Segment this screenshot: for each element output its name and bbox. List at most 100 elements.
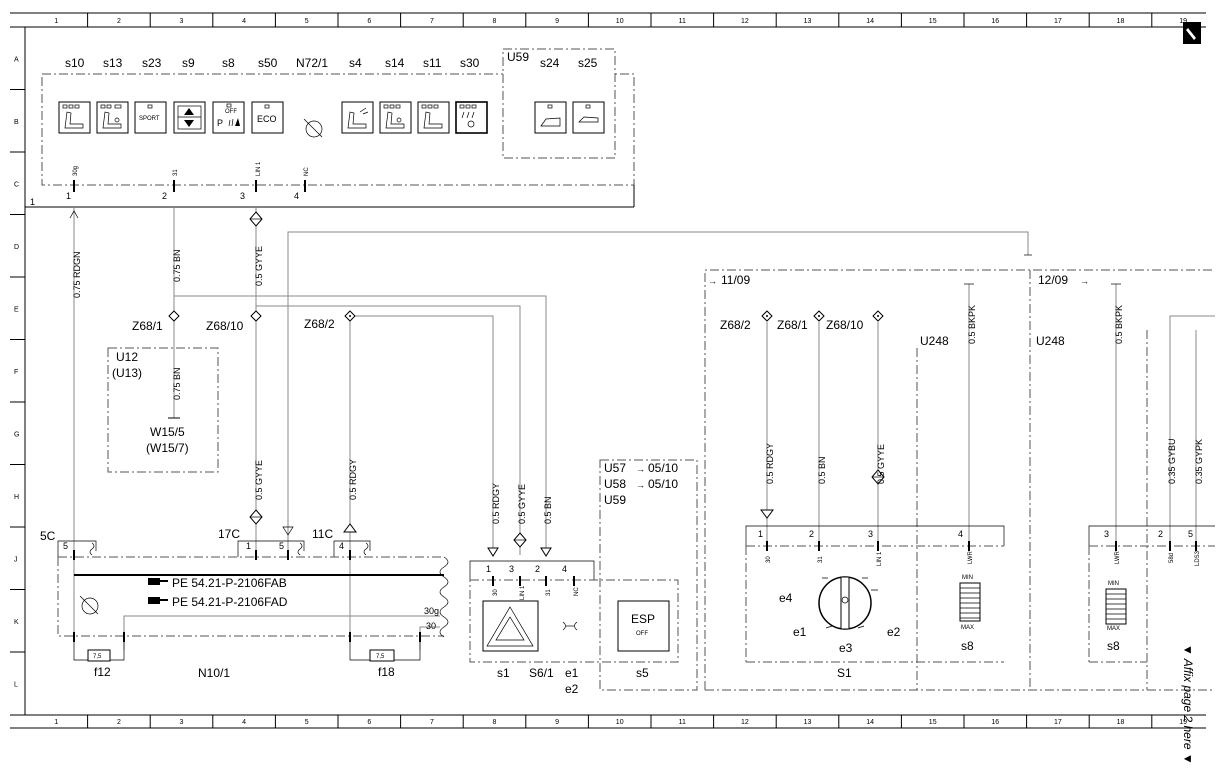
grid-col-label-top: 17 [1054,18,1062,25]
s6-pin-3: 3 [509,564,514,574]
grid-col-label-bottom: 16 [991,719,999,726]
u12-box: U12 (U13) W15/5 (W15/7) [107,347,219,473]
s6-tag-nc: NC [574,587,580,596]
grid-col-label-top: 14 [866,18,874,25]
s6-pin-1: 1 [486,564,491,574]
grid-col-label-bottom: 3 [180,719,184,726]
node-z68-1: Z68/1 [132,319,163,333]
right-tag-lds3: LDS3 [1195,550,1201,566]
grid-col-label-bottom: 15 [929,719,937,726]
pencil-icon [1183,22,1201,44]
s6-e1-label: e1 [565,666,579,680]
fuse-f18-rating: 7,5 [376,654,385,660]
u59-switch-s25-icon [572,101,605,134]
label-s50: s50 [258,56,278,70]
affix-page-note: ▼ Affix page 2 here ▼ [1181,644,1195,765]
label-s4: s4 [349,56,362,70]
grid-col-label-bottom: 4 [242,719,246,726]
s1-tag-31: 31 [818,556,824,563]
grid-row-label: A [14,56,19,63]
switch-panel: 1 s10 s13 s23 s9 s8 s50 N72/1 s4 s14 s11… [25,48,635,208]
right-tag-58d: 58d [1169,553,1175,563]
u57-code: U57 [604,461,626,475]
grid-col-label-bottom: 8 [493,719,497,726]
grid-col-label-bottom: 6 [367,719,371,726]
s6-pin-4: 4 [562,564,567,574]
wire-label-0-5-rdgy-b: 0.5 RDGY [491,483,501,524]
eco-switch-icon: ECO [251,101,284,134]
s6-e2-label: e2 [565,682,579,696]
grid-col-label-top: 8 [493,18,497,25]
grid-col-label-top: 15 [929,18,937,25]
range-thumbwheel-icon-b [1105,588,1127,625]
reference-hand-icon-b [148,597,168,604]
s6-tag-30: 30 [493,589,499,596]
pin-num-4: 4 [294,191,299,201]
light-sensor-icon [303,118,323,138]
label-s14: s14 [385,56,405,70]
grid-col-label-bottom: 18 [1117,719,1125,726]
pin-num-1: 1 [66,191,71,201]
fuse-f12-rating: 7,5 [93,654,102,660]
grid-col-label-top: 4 [242,18,246,25]
wire-label-0-5-gyye-d: 0.5 GYYE [876,444,886,484]
grid-row-label: L [14,681,18,688]
s1-e4: e4 [779,591,793,605]
s8-min-b: MIN [1108,581,1119,587]
n10-title: N10/1 [198,666,230,680]
u58-code: U58 [604,477,626,491]
label-s30: s30 [460,56,480,70]
eco-text: ECO [257,114,277,124]
s1-tag-30: 30 [766,556,772,563]
n10-ref-fab: PE 54.21-P-2106FAB [172,576,287,590]
label-s23: s23 [142,56,162,70]
grid-col-label-top: 19 [1179,18,1187,25]
grid-col-label-bottom: 13 [804,719,812,726]
page-ref-arrow-b: → [1080,276,1089,286]
right-pin-3: 3 [1104,529,1109,539]
s6-tag-31: 31 [546,589,552,596]
right-pin-5: 5 [1188,529,1193,539]
sport-switch-icon: SPORT [134,101,167,134]
u59-switch-s24-icon [534,101,567,134]
rear-heat-switch-icon [455,101,488,134]
label-s25: s25 [578,56,598,70]
page-ref-arrow-a: → [708,276,717,286]
s1-pin-1: 1 [758,529,763,539]
right-section: 12/09 → U248 0.5 BKPK 0.35 GYBU 0.35 GYP… [1036,22,1215,765]
n10-tag-30g: 30g [424,606,439,616]
n10-17c: 17C [218,527,240,541]
s1-pin-2: 2 [809,529,814,539]
rotary-light-switch-icon [818,576,878,630]
grid-row-label: K [14,619,19,626]
s1-e2: e2 [887,625,901,639]
node-z68-2-right: Z68/2 [720,318,751,332]
grid-col-label-bottom: 12 [741,719,749,726]
s1-e3: e3 [839,641,853,655]
pin-num-2: 2 [162,191,167,201]
u57-page: 05/10 [648,461,678,475]
reference-hand-icon-a [148,578,168,585]
u58-page: 05/10 [648,477,678,491]
wire-label-0-5-rdgy-c: 0.5 RDGY [765,443,775,484]
node-z68-2: Z68/2 [304,317,335,331]
pin-tag-nc: NC [304,167,310,176]
seat-heat-switch-icon [58,101,91,134]
u-reference-box: U57 → 05/10 U58 → 05/10 U59 [599,459,698,691]
label-s8: s8 [222,56,235,70]
grid-col-label-bottom: 17 [1054,719,1062,726]
node-z68-10: Z68/10 [206,319,244,333]
wire-label-0-5-bkpk-a: 0.5 BKPK [967,305,977,344]
label-s13: s13 [103,56,123,70]
grid-col-label-top: 10 [616,18,624,25]
u13-label: (U13) [112,366,142,380]
wire-label-0-5-bn-c: 0.5 BN [543,496,553,524]
s8-max-a: MAX [961,625,974,631]
diagram-frame [10,12,1206,729]
grid-row-label: H [14,494,19,501]
s6-tag-lin1: LIN 1 [520,585,526,600]
wire-label-0-35-gypk: 0.35 GYPK [1194,439,1204,484]
grid-col-label-bottom: 7 [430,719,434,726]
